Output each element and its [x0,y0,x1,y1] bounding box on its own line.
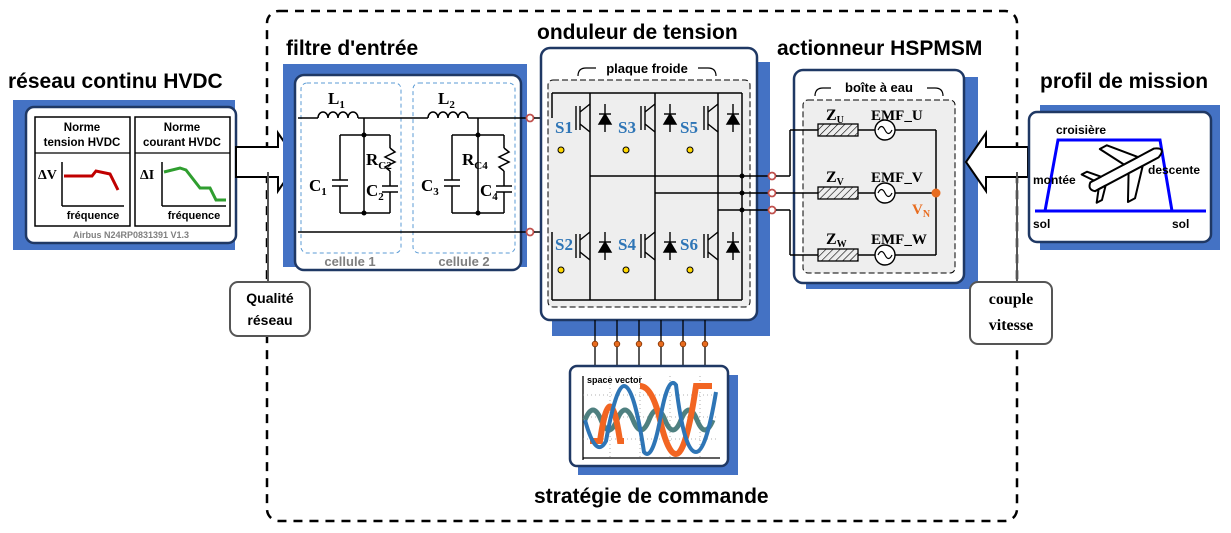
current-freq-label: fréquence [168,210,221,222]
space-vector-label: space vector [587,375,643,385]
c3-label: C3 [421,176,439,198]
wave-blue [583,381,718,456]
ground-right-label: sol [1172,217,1189,231]
ground-left-label: sol [1033,217,1050,231]
grid-title: réseau continu HVDC [8,70,223,93]
c1-label: C1 [309,176,327,198]
filter-cell-2 [412,82,516,254]
emf-v-label: EMF_V [871,170,923,186]
filter-title: filtre d'entrée [286,37,419,60]
water-box-label: boîte à eau [845,80,913,95]
switch-s3 [640,103,678,133]
c4-label: C4 [480,181,498,203]
current-norm-title-2: courant HVDC [143,137,221,149]
cruise-label: croisière [1056,123,1106,137]
impedance-zv [817,186,859,200]
mission-profile-curve [1043,138,1174,212]
dc-node-bottom [525,227,535,237]
switch-s2-label: S2 [555,235,573,254]
delta-i-label: ΔI [140,168,154,183]
switch-s6 [703,231,741,261]
current-norm-box [134,116,231,227]
cold-plate-label: plaque froide [606,61,688,76]
grid-quality-callout: Qualité réseau [229,281,311,337]
grid-quality-line-1: Qualité [246,290,294,306]
voltage-norm-title-1: Norme [64,122,100,134]
torque-line: couple [988,291,1034,308]
current-norm-curve [163,166,226,202]
zw-label: ZW [826,231,847,250]
switch-s5 [703,103,741,133]
current-norm-title-1: Norme [164,122,200,134]
hollow-arrow-left-icon [964,129,1029,195]
zu-label: ZU [826,107,844,126]
speed-line: vitesse [988,317,1034,334]
voltage-norm-box [34,116,131,227]
filter-cell-1 [300,82,402,254]
actuator-title: actionneur HSPMSM [777,37,983,60]
impedance-zw [817,248,859,262]
emf-u-label: EMF_U [871,108,923,124]
dc-node-top [525,113,535,123]
vn-label: VN [912,202,931,220]
climb-label: montée [1033,173,1076,187]
torque-speed-callout: couple vitesse [969,281,1053,345]
airplane-icon [1080,144,1163,204]
switch-s4-label: S4 [618,235,636,254]
control-title: stratégie de commande [534,485,769,508]
switch-s6-label: S6 [680,235,698,254]
cell-2-label: cellule 2 [438,254,489,269]
cell-1-label: cellule 1 [324,254,375,269]
grid-quality-line-2: réseau [247,312,293,328]
voltage-norm-title-2: tension HVDC [44,137,121,149]
delta-v-label: ΔV [38,168,57,183]
wave-orange [590,383,712,458]
mission-title: profil de mission [1040,70,1209,93]
impedance-zu [817,123,859,137]
l1-label: L1 [328,89,345,111]
descent-label: descente [1148,163,1200,177]
filter-panel [293,73,523,272]
voltage-freq-label: fréquence [67,210,120,222]
l2-label: L2 [438,89,455,111]
inverter-title: onduleur de tension [537,21,738,44]
voltage-norm-curve [64,169,120,191]
switch-s1 [575,103,613,133]
neutral-node [931,188,941,198]
ac-source-icon [874,119,896,266]
switch-s1-label: S1 [555,118,573,137]
c2-label: C2 [366,181,384,203]
rc4-label: RC4 [462,150,488,172]
emf-w-label: EMF_W [871,232,927,248]
switch-s3-label: S3 [618,118,636,137]
switch-s4 [640,231,678,261]
switch-s2 [575,231,613,261]
zv-label: ZV [826,169,845,188]
norm-reference: Airbus N24RP0831391 V1.3 [73,230,189,240]
rc2-label: RC2 [366,150,392,172]
switch-s5-label: S5 [680,118,698,137]
